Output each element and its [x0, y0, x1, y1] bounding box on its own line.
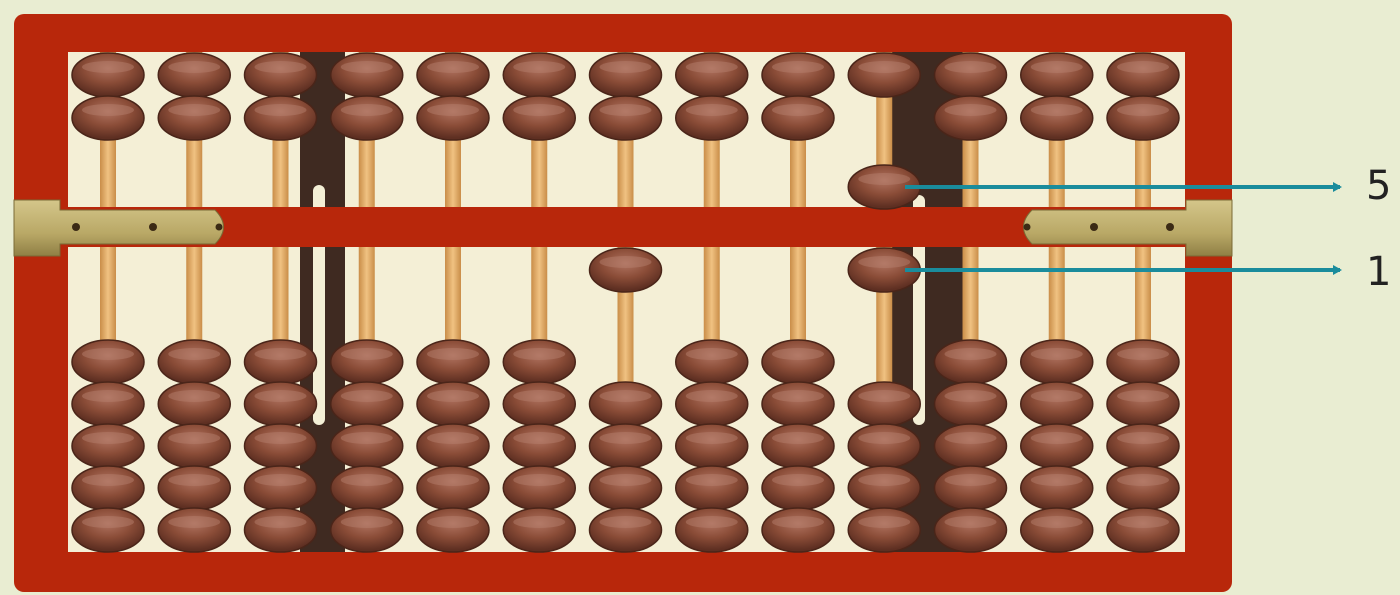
- lower-bead-rod-8-4: [676, 466, 748, 510]
- lower-bead-rod-12-3: [1021, 424, 1093, 468]
- lower-bead-rod-9-3: [762, 424, 834, 468]
- lower-bead-rod-2-1: [158, 340, 230, 384]
- lower-bead-rod-10-4: [848, 466, 920, 510]
- upper-bead-rod-4-1: [331, 53, 403, 97]
- upper-bead-rod-2-1: [158, 53, 230, 97]
- lower-bead-rod-5-5: [417, 508, 489, 552]
- upper-bead-rod-1-1: [72, 53, 144, 97]
- lower-bead-rod-9-2: [762, 382, 834, 426]
- upper-bead-rod-6-2: [503, 96, 575, 140]
- lower-bead-rod-6-4: [503, 466, 575, 510]
- lower-bead-rod-11-2: [935, 382, 1007, 426]
- upper-bead-rod-12-1: [1021, 53, 1093, 97]
- lower-bead-rod-13-3: [1107, 424, 1179, 468]
- lower-bead-rod-1-5: [72, 508, 144, 552]
- upper-bead-rod-6-1: [503, 53, 575, 97]
- upper-bead-rod-13-1: [1107, 53, 1179, 97]
- upper-bead-rod-7-1: [590, 53, 662, 97]
- lower-bead-rod-13-2: [1107, 382, 1179, 426]
- lower-bead-rod-3-4: [245, 466, 317, 510]
- lower-bead-rod-10-3: [848, 424, 920, 468]
- lower-bead-rod-4-1: [331, 340, 403, 384]
- lower-bead-rod-9-1: [762, 340, 834, 384]
- lower-bead-rod-2-5: [158, 508, 230, 552]
- lower-bead-rod-13-4: [1107, 466, 1179, 510]
- upper-bead-rod-3-1: [245, 53, 317, 97]
- lower-bead-rod-1-1: [72, 340, 144, 384]
- lower-bead-rod-10-2: [848, 382, 920, 426]
- lower-bead-rod-13-5: [1107, 508, 1179, 552]
- lower-bead-rod-12-2: [1021, 382, 1093, 426]
- lower-bead-rod-5-3: [417, 424, 489, 468]
- lower-bead-rod-10-5: [848, 508, 920, 552]
- lower-bead-rod-6-5: [503, 508, 575, 552]
- lower-bead-rod-12-4: [1021, 466, 1093, 510]
- lower-bead-rod-3-3: [245, 424, 317, 468]
- lower-bead-rod-4-4: [331, 466, 403, 510]
- upper-bead-rod-5-2: [417, 96, 489, 140]
- lower-bead-rod-8-2: [676, 382, 748, 426]
- lower-bead-rod-6-1: [503, 340, 575, 384]
- lower-bead-rod-5-1: [417, 340, 489, 384]
- upper-bead-rod-9-2: [762, 96, 834, 140]
- lower-bead-rod-7-5: [590, 508, 662, 552]
- lower-bead-rod-4-3: [331, 424, 403, 468]
- lower-bead-rod-6-3: [503, 424, 575, 468]
- lower-bead-rod-7-1: [590, 248, 662, 292]
- upper-bead-rod-9-1: [762, 53, 834, 97]
- lower-bead-rod-4-2: [331, 382, 403, 426]
- lower-bead-rod-13-1: [1107, 340, 1179, 384]
- lower-bead-rod-5-4: [417, 466, 489, 510]
- callout-label-five: 5: [1366, 166, 1391, 206]
- upper-bead-rod-11-1: [935, 53, 1007, 97]
- lower-bead-rod-1-3: [72, 424, 144, 468]
- upper-bead-rod-8-1: [676, 53, 748, 97]
- upper-bead-rod-4-2: [331, 96, 403, 140]
- lower-bead-rod-9-4: [762, 466, 834, 510]
- upper-bead-rod-7-2: [590, 96, 662, 140]
- upper-bead-rod-8-2: [676, 96, 748, 140]
- lower-bead-rod-11-5: [935, 508, 1007, 552]
- upper-bead-rod-5-1: [417, 53, 489, 97]
- lower-bead-rod-2-4: [158, 466, 230, 510]
- lower-bead-rod-8-1: [676, 340, 748, 384]
- lower-bead-rod-7-4: [590, 466, 662, 510]
- lower-bead-rod-5-2: [417, 382, 489, 426]
- lower-bead-rod-11-3: [935, 424, 1007, 468]
- lower-bead-rod-12-1: [1021, 340, 1093, 384]
- lower-bead-rod-11-1: [935, 340, 1007, 384]
- upper-bead-rod-11-2: [935, 96, 1007, 140]
- upper-bead-rod-10-1: [848, 53, 920, 97]
- lower-bead-rod-7-3: [590, 424, 662, 468]
- lower-bead-rod-11-4: [935, 466, 1007, 510]
- upper-bead-rod-12-2: [1021, 96, 1093, 140]
- lower-bead-rod-3-5: [245, 508, 317, 552]
- lower-bead-rod-3-1: [245, 340, 317, 384]
- lower-bead-rod-8-3: [676, 424, 748, 468]
- lower-bead-rod-7-2: [590, 382, 662, 426]
- lower-bead-rod-2-3: [158, 424, 230, 468]
- upper-bead-rod-2-2: [158, 96, 230, 140]
- lower-bead-rod-1-2: [72, 382, 144, 426]
- lower-bead-rod-6-2: [503, 382, 575, 426]
- lower-bead-rod-3-2: [245, 382, 317, 426]
- lower-bead-rod-2-2: [158, 382, 230, 426]
- callout-label-one: 1: [1366, 252, 1391, 292]
- upper-bead-rod-1-2: [72, 96, 144, 140]
- lower-bead-rod-9-5: [762, 508, 834, 552]
- lower-bead-rod-8-5: [676, 508, 748, 552]
- upper-bead-rod-13-2: [1107, 96, 1179, 140]
- upper-bead-rod-3-2: [245, 96, 317, 140]
- lower-bead-rod-1-4: [72, 466, 144, 510]
- lower-bead-rod-12-5: [1021, 508, 1093, 552]
- lower-bead-rod-4-5: [331, 508, 403, 552]
